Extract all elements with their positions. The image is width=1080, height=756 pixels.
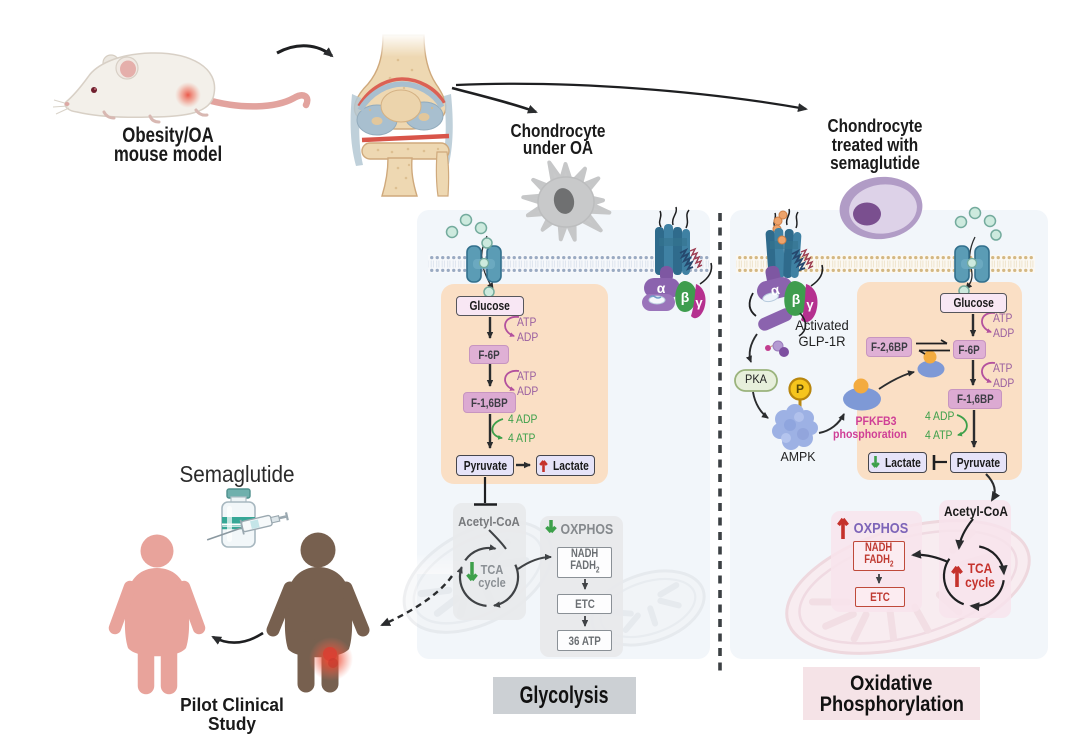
svg-text:γ: γ (806, 297, 814, 312)
svg-text:γ: γ (695, 295, 703, 310)
svg-text:α: α (657, 280, 666, 296)
svg-text:β: β (681, 289, 690, 305)
svg-text:β: β (792, 291, 801, 307)
